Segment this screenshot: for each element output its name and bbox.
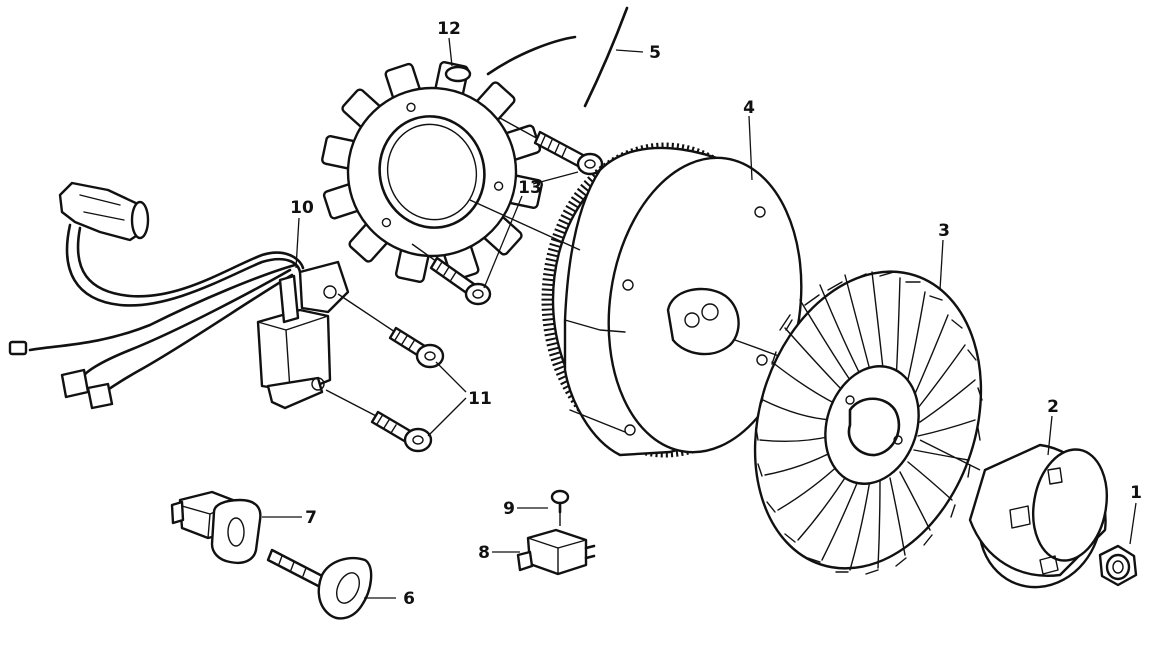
callout-13: 13 xyxy=(518,178,542,198)
part-13-bolts xyxy=(411,117,604,306)
part-1-nut xyxy=(1098,544,1138,587)
callout-8: 8 xyxy=(478,543,490,563)
part-11-bolts xyxy=(370,326,445,453)
part-12-stator xyxy=(321,61,543,283)
callout-3: 3 xyxy=(938,221,950,241)
part-7-key-switch xyxy=(170,490,262,564)
part-2-starter-cup xyxy=(968,443,1108,589)
callout-12: 12 xyxy=(437,19,461,39)
callout-11: 11 xyxy=(468,389,492,409)
part-10-ignition-coil xyxy=(8,181,399,419)
callout-4: 4 xyxy=(743,98,755,118)
callout-9: 9 xyxy=(503,499,515,519)
part-6-key xyxy=(266,548,373,620)
leader-lines xyxy=(262,37,1137,599)
callout-2: 2 xyxy=(1047,397,1059,417)
part-3-fan xyxy=(753,270,983,575)
callout-10: 10 xyxy=(290,198,314,218)
part-4-flywheel xyxy=(469,142,803,458)
callout-7: 7 xyxy=(305,508,317,528)
part-5-wire xyxy=(486,6,629,108)
part-9-screw xyxy=(550,489,570,526)
callout-6: 6 xyxy=(403,589,415,609)
part-8-stop-switch xyxy=(516,528,596,576)
callout-5: 5 xyxy=(649,43,661,63)
callout-1: 1 xyxy=(1130,483,1142,503)
callout-labels: 1 2 3 4 5 6 7 8 9 10 11 12 13 xyxy=(290,19,1142,609)
